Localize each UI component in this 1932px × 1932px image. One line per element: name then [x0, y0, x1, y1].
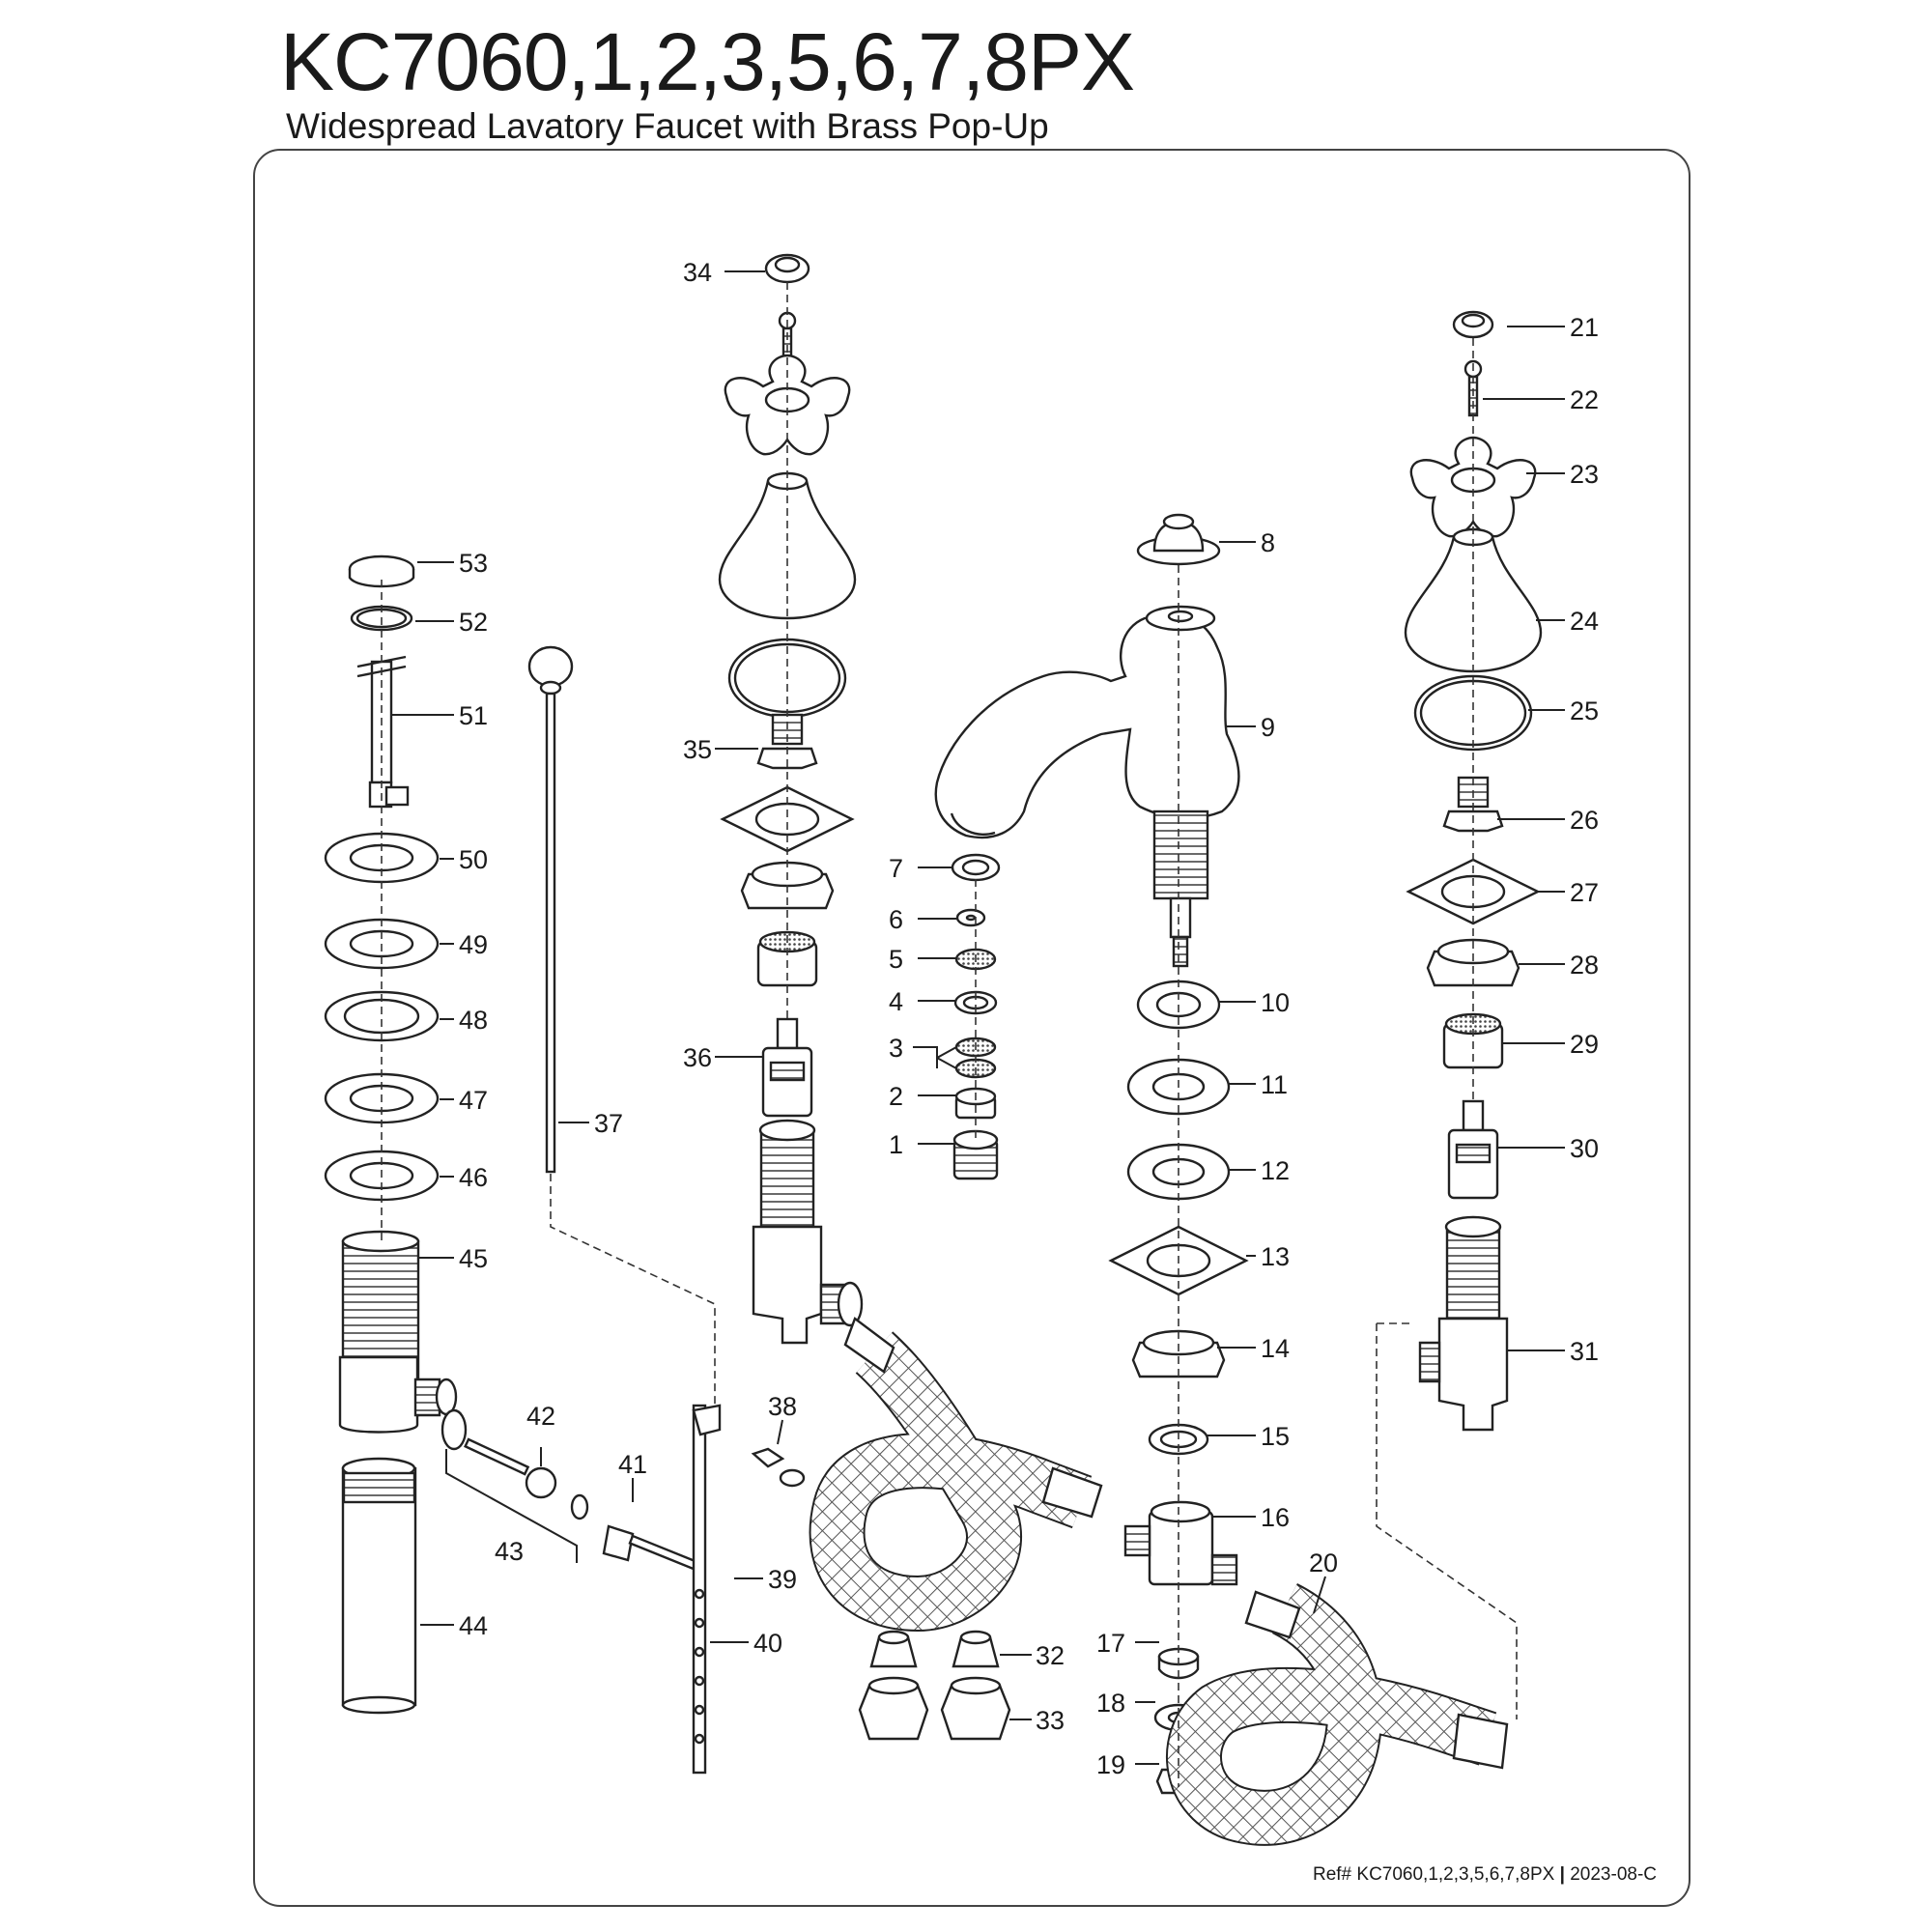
- callout-32: 32: [1036, 1641, 1065, 1670]
- leader-lines: [391, 270, 1565, 1765]
- callout-20: 20: [1309, 1548, 1338, 1577]
- diagram-frame: [253, 149, 1690, 1907]
- callout-6: 6: [889, 905, 903, 934]
- callout-14: 14: [1261, 1334, 1290, 1363]
- right-handle-assembly: [1404, 310, 1543, 1432]
- diagram-title: KC7060,1,2,3,5,6,7,8PX: [280, 16, 1135, 107]
- ref-code: 2023-08-C: [1570, 1864, 1657, 1885]
- popup-linkage: [440, 645, 806, 1775]
- callout-12: 12: [1261, 1156, 1290, 1185]
- ref-separator: |: [1559, 1864, 1565, 1885]
- callout-3: 3: [889, 1034, 903, 1063]
- callout-33: 33: [1036, 1706, 1065, 1735]
- callout-28: 28: [1570, 951, 1599, 980]
- callout-52: 52: [459, 608, 488, 637]
- callout-labels: 34 21 22 23 8 53 52 24 51 25 9 35 26 50 …: [459, 258, 1599, 1779]
- callout-17: 17: [1096, 1629, 1125, 1658]
- callout-9: 9: [1261, 713, 1275, 742]
- callout-48: 48: [459, 1006, 488, 1035]
- callout-36: 36: [683, 1043, 712, 1072]
- callout-25: 25: [1570, 696, 1599, 725]
- compression-fittings: [858, 1630, 1011, 1741]
- callout-16: 16: [1261, 1503, 1290, 1532]
- callout-8: 8: [1261, 528, 1275, 557]
- callout-30: 30: [1570, 1134, 1599, 1163]
- reference-code: Ref# KC7060,1,2,3,5,6,7,8PX | 2023-08-C: [1313, 1864, 1657, 1886]
- callout-27: 27: [1570, 878, 1599, 907]
- callout-19: 19: [1096, 1750, 1125, 1779]
- callout-26: 26: [1570, 806, 1599, 835]
- callout-53: 53: [459, 549, 488, 578]
- callout-40: 40: [753, 1629, 782, 1658]
- callout-47: 47: [459, 1086, 488, 1115]
- callout-49: 49: [459, 930, 488, 959]
- callout-10: 10: [1261, 988, 1290, 1017]
- callout-22: 22: [1570, 385, 1599, 414]
- callout-31: 31: [1570, 1337, 1599, 1366]
- ref-prefix: Ref#: [1312, 1864, 1352, 1885]
- callout-46: 46: [459, 1163, 488, 1192]
- callout-5: 5: [889, 945, 903, 974]
- callout-41: 41: [618, 1450, 647, 1479]
- diagram-subtitle: Widespread Lavatory Faucet with Brass Po…: [286, 106, 1049, 146]
- callout-4: 4: [889, 987, 903, 1016]
- guide-lines: [381, 282, 1518, 1787]
- supply-hoses: [809, 1317, 1509, 1846]
- callout-24: 24: [1570, 607, 1599, 636]
- callout-1: 1: [889, 1130, 903, 1159]
- callout-23: 23: [1570, 460, 1599, 489]
- callout-34: 34: [683, 258, 712, 287]
- callout-38: 38: [768, 1392, 797, 1421]
- aerator-parts: [951, 853, 1001, 1180]
- callout-21: 21: [1570, 313, 1599, 342]
- callout-42: 42: [526, 1402, 555, 1431]
- callout-43: 43: [495, 1537, 524, 1566]
- callout-13: 13: [1261, 1242, 1290, 1271]
- callout-11: 11: [1261, 1070, 1288, 1099]
- callout-2: 2: [889, 1082, 903, 1111]
- callout-51: 51: [459, 701, 488, 730]
- popup-drain-assembly: [324, 554, 458, 1715]
- callout-44: 44: [459, 1611, 488, 1640]
- callout-18: 18: [1096, 1689, 1125, 1718]
- callout-39: 39: [768, 1565, 797, 1594]
- callout-37: 37: [594, 1109, 623, 1138]
- callout-50: 50: [459, 845, 488, 874]
- callout-29: 29: [1570, 1030, 1599, 1059]
- callout-15: 15: [1261, 1422, 1290, 1451]
- ref-model: KC7060,1,2,3,5,6,7,8PX: [1356, 1864, 1555, 1885]
- left-handle-assembly: [718, 253, 864, 1345]
- callout-35: 35: [683, 735, 712, 764]
- callout-7: 7: [889, 854, 903, 883]
- callout-45: 45: [459, 1244, 488, 1273]
